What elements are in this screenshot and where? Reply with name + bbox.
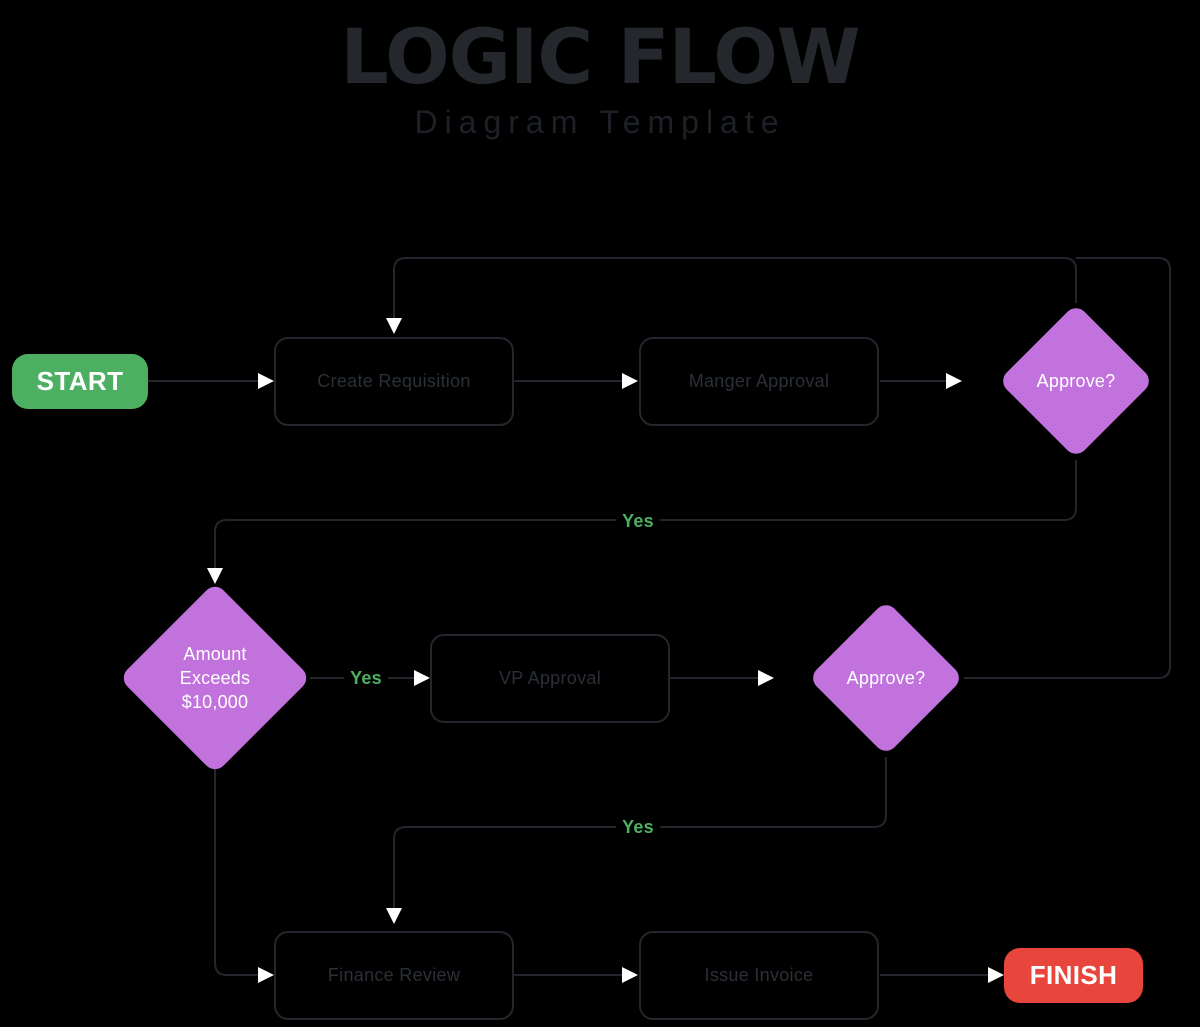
arrowhead-approve2-yes-to-finance [386, 908, 402, 924]
node-approve-decision-1[interactable]: Approve? [998, 303, 1154, 459]
node-start-label: START [36, 366, 124, 396]
node-start[interactable]: START [12, 354, 148, 409]
node-manger-approval-label: Manger Approval [688, 371, 830, 391]
arrowhead-loopback-to-create [386, 318, 402, 334]
node-vp-approval-label: VP Approval [498, 668, 602, 688]
node-finance-review-label: Finance Review [327, 965, 461, 985]
edge-approve2-return-to-top [964, 257, 1171, 679]
node-create-requisition[interactable]: Create Requisition [274, 337, 514, 426]
node-create-requisition-label: Create Requisition [317, 371, 471, 391]
arrowhead-finance-to-invoice [622, 967, 638, 983]
node-amount-exceeds-label: Amount Exceeds $10,000 [179, 644, 251, 712]
edge-label-yes-amount: Yes [344, 668, 388, 688]
node-manger-approval[interactable]: Manger Approval [639, 337, 879, 426]
arrowhead-amount-to-vp [414, 670, 430, 686]
node-finance-review[interactable]: Finance Review [274, 931, 514, 1020]
edge-label-yes-approve2: Yes [616, 817, 660, 837]
arrowhead-amount-no-to-finance [258, 967, 274, 983]
node-amount-exceeds-decision[interactable]: Amount Exceeds $10,000 [118, 581, 312, 775]
edge-label-yes-approve1: Yes [616, 511, 660, 531]
node-approve-decision-2-label: Approve? [846, 668, 926, 688]
node-issue-invoice[interactable]: Issue Invoice [639, 931, 879, 1020]
node-approve-decision-1-label: Approve? [1036, 371, 1116, 391]
arrowhead-create-to-manager [622, 373, 638, 389]
arrowhead-invoice-to-finish [988, 967, 1004, 983]
node-finish[interactable]: FINISH [1004, 948, 1143, 1003]
node-issue-invoice-label: Issue Invoice [704, 965, 814, 985]
arrowhead-manager-to-approve1 [946, 373, 962, 389]
edge-approve1-loopback-to-create [393, 257, 1077, 318]
arrowhead-vp-to-approve2 [758, 670, 774, 686]
node-finish-label: FINISH [1029, 960, 1118, 990]
arrowhead-approve1-yes-to-amount [207, 568, 223, 584]
node-approve-decision-2[interactable]: Approve? [808, 600, 964, 756]
node-vp-approval[interactable]: VP Approval [430, 634, 670, 723]
arrowhead-start-to-create [258, 373, 274, 389]
edge-amount-no-to-finance [214, 760, 258, 976]
